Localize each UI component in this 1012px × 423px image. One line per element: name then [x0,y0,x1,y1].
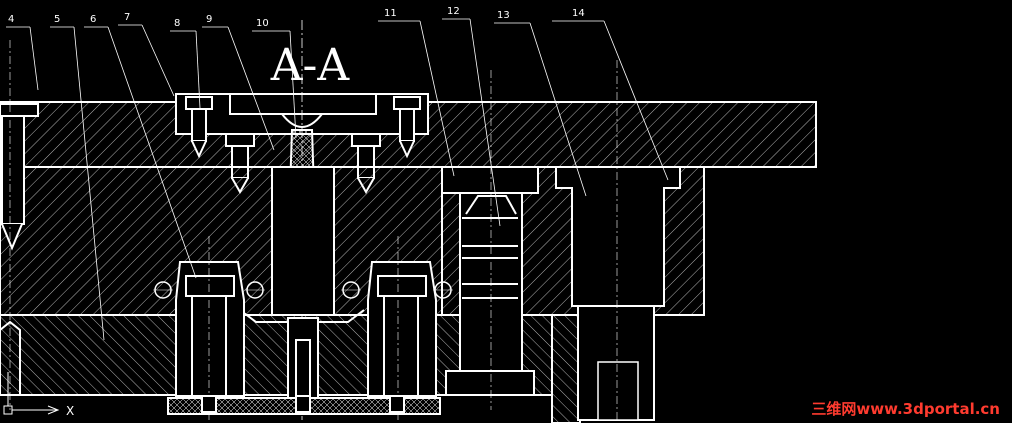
leader-line-6 [107,26,197,279]
leader-line-5 [73,26,105,341]
part-label-9: 9 [206,14,212,25]
cooling-channels [153,281,453,299]
leader-line-8 [195,30,201,109]
part-label-10: 10 [256,18,269,29]
leader-pin-right [555,60,681,421]
leader-line-10 [289,30,297,139]
part-label-8: 8 [174,18,180,29]
cavity-insert-right [367,236,437,420]
part-label-14: 14 [572,8,585,19]
leader-line-7 [141,24,175,97]
part-number-labels: 4 5 6 7 8 9 10 11 12 13 14 [6,6,669,341]
screw-right-outer [393,96,421,159]
screw-left-outer [185,96,213,159]
part-label-11: 11 [384,8,397,19]
leader-line-14 [603,20,669,181]
part-label-7: 7 [124,12,130,23]
part-label-13: 13 [497,10,510,21]
part-label-5: 5 [54,14,60,25]
leader-line-9 [227,26,275,151]
watermark: 三维网www.3dportal.cn [811,400,1000,418]
leader-line-13 [529,22,587,197]
leader-line-11 [419,20,455,177]
leader-line-12 [469,18,501,227]
leader-line-4 [29,26,39,91]
ucs-x-axis-label: X [66,404,74,418]
part-label-12: 12 [447,6,460,17]
sprue-puller [287,317,319,399]
ucs-icon: X [3,372,74,418]
part-label-6: 6 [90,14,96,25]
part-label-4: 4 [8,14,14,25]
ejector-plate [167,395,441,415]
section-title: A-A [270,40,351,91]
cavity-insert-left [175,236,245,420]
guide-bushing [441,70,539,410]
